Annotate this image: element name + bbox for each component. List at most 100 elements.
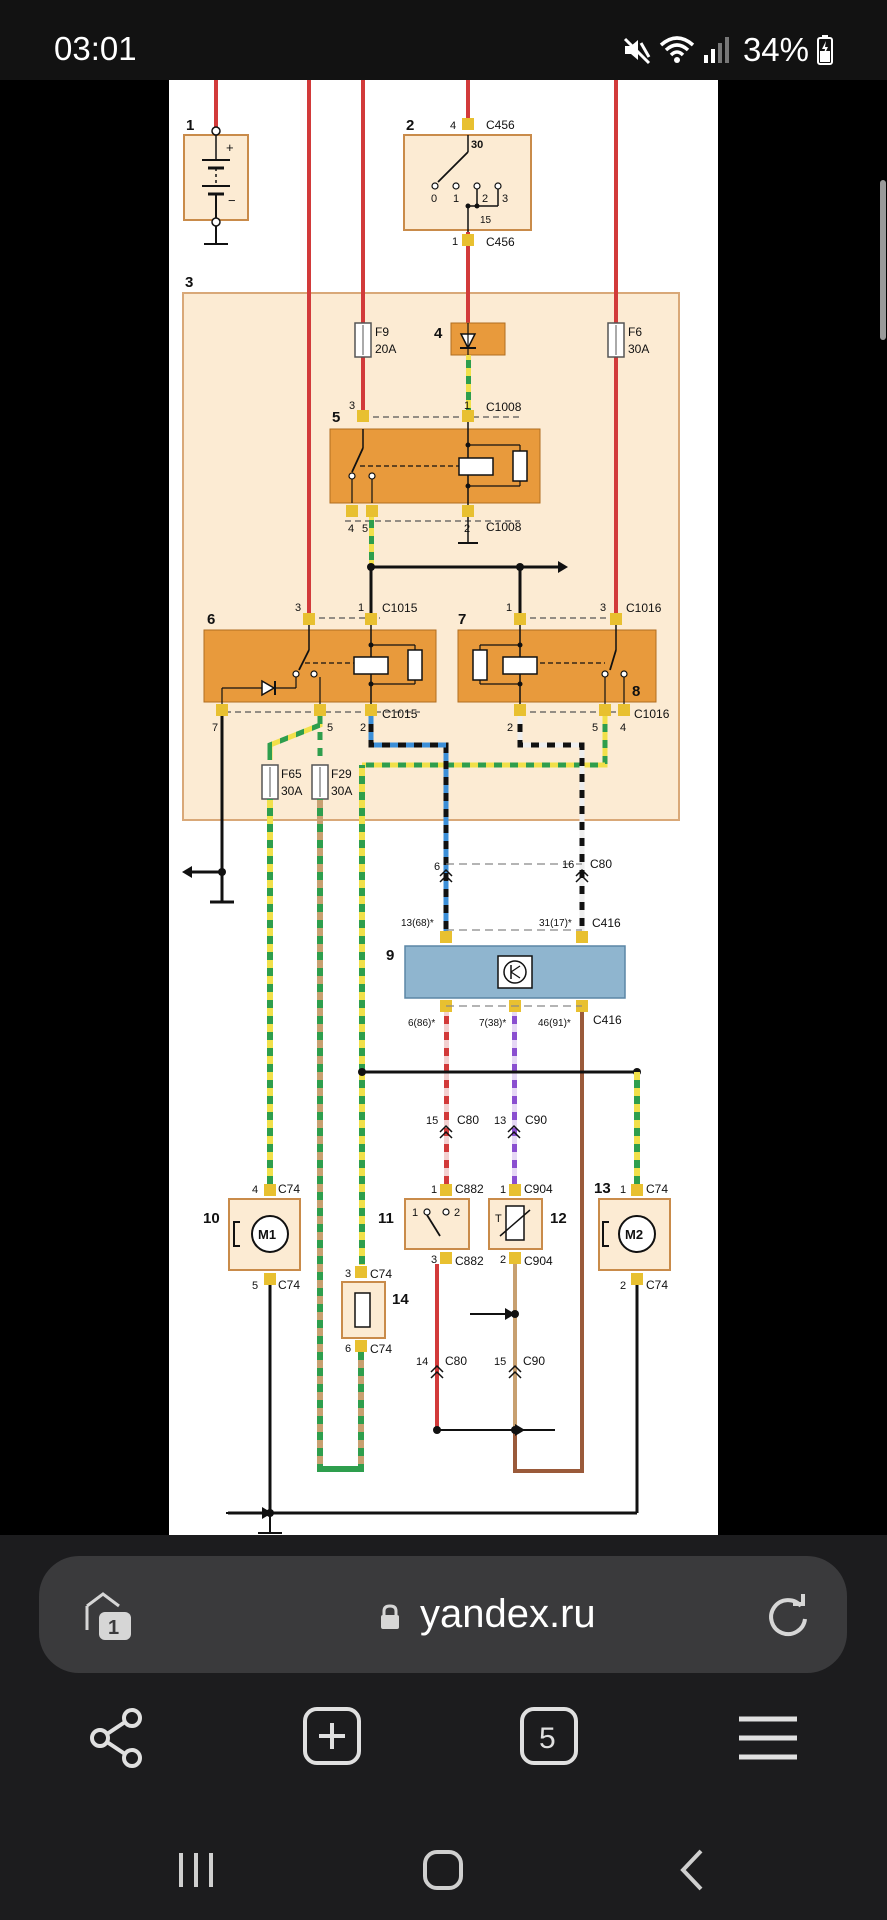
motor2-label: M2 <box>625 1227 643 1242</box>
connector-c74-res-top: C74 <box>370 1267 392 1281</box>
relay-7: 7 1 3 C1016 8 <box>457 601 670 734</box>
menu-icon <box>739 1716 797 1760</box>
component-7-number: 7 <box>458 611 466 628</box>
connector-c456-bottom: C456 <box>486 235 515 249</box>
connector-c1016-bottom: C1016 <box>634 707 670 721</box>
pin-ign-1: 1 <box>453 193 459 205</box>
signal-icon <box>703 37 729 63</box>
share-button[interactable] <box>82 1703 152 1773</box>
url-text[interactable]: yandex.ru <box>420 1592 596 1636</box>
pin-sw11-p2: 2 <box>454 1207 460 1219</box>
mute-icon <box>623 37 651 65</box>
pin-c1015-1: 1 <box>358 602 364 614</box>
component-9-number: 9 <box>386 947 394 964</box>
pin-sw11-1: 1 <box>431 1184 437 1196</box>
wiring-diagram: 1 + − 2 4 C456 3 0 <box>169 80 718 1535</box>
scrollbar-thumb[interactable] <box>880 180 886 340</box>
connector-c74-m1-top: C74 <box>278 1182 300 1196</box>
image-viewer[interactable]: 1 + − 2 4 C456 3 0 <box>0 80 887 1535</box>
connector-c456-top: C456 <box>486 118 515 132</box>
tabs-button[interactable]: 5 <box>516 1703 586 1773</box>
system-nav-bar <box>0 1817 887 1920</box>
pin-ign-2: 2 <box>482 193 488 205</box>
tabs-count: 5 <box>539 1722 556 1755</box>
fuse-f6-name: F6 <box>628 325 642 339</box>
pin-c416-31: 31(17)* <box>539 918 572 929</box>
pin-c80-14: 14 <box>416 1356 428 1368</box>
pin-ign-3: 3 <box>502 193 508 205</box>
browser-toolbar: 5 <box>0 1703 887 1799</box>
connector-c74-res-bottom: C74 <box>370 1342 392 1356</box>
pin-c1008-5: 5 <box>362 523 368 535</box>
connector-c80-upper: C80 <box>590 857 612 871</box>
component-12-number: 12 <box>550 1210 567 1227</box>
home-button[interactable] <box>419 1845 469 1895</box>
control-module: 9 <box>386 945 626 999</box>
pin-c1016-3: 3 <box>600 602 606 614</box>
pin-m1-4: 4 <box>252 1184 258 1196</box>
new-tab-button[interactable] <box>299 1703 369 1773</box>
pin-c1016-1: 1 <box>506 602 512 614</box>
connector-c1008-top: C1008 <box>486 400 522 414</box>
component-13-number: 13 <box>594 1180 611 1197</box>
component-2-number: 2 <box>406 117 414 134</box>
connector-c882-top: C882 <box>455 1182 484 1196</box>
home-icon <box>423 1850 463 1890</box>
pin-sw11-3: 3 <box>431 1254 437 1266</box>
resistor-14: 3 C74 14 6 C74 <box>341 1266 409 1356</box>
connector-c882-bottom: C882 <box>455 1254 484 1268</box>
status-bar: 03:01 34% <box>0 0 887 80</box>
ignition-switch: 2 4 C456 30 0 1 2 3 15 1 C456 <box>403 117 532 249</box>
connector-c416-upper: C416 <box>592 916 621 930</box>
tabs-icon: 5 <box>520 1707 578 1765</box>
battery-percent: 34% <box>742 31 809 68</box>
connector-c74-m2-bottom: C74 <box>646 1278 668 1292</box>
fuse-f29-rating: 30A <box>331 784 352 798</box>
address-bar[interactable]: 1 yandex.ru <box>39 1556 847 1673</box>
battery-plus-label: + <box>226 140 234 155</box>
pin-ign-15: 15 <box>480 215 492 226</box>
connector-c80-low: C80 <box>445 1354 467 1368</box>
pin-m1-5: 5 <box>252 1280 258 1292</box>
tab-group-button[interactable]: 1 <box>79 1590 135 1644</box>
connector-c904-top: C904 <box>524 1182 553 1196</box>
pin-c1015-5: 5 <box>327 722 333 734</box>
component-14-number: 14 <box>392 1291 409 1308</box>
pin-ign-0: 0 <box>431 193 437 205</box>
battery: 1 + − <box>183 117 249 245</box>
tab-group-icon: 1 <box>85 1592 131 1640</box>
recent-apps-button[interactable] <box>172 1845 222 1895</box>
pin-m2-2: 2 <box>620 1280 626 1292</box>
pin-c416-6: 6(86)* <box>408 1018 435 1029</box>
connector-c74-m2-top: C74 <box>646 1182 668 1196</box>
lock-icon <box>381 1604 399 1629</box>
red-wires <box>214 80 618 620</box>
pin-t12-2: 2 <box>500 1254 506 1266</box>
pin-c90-13: 13 <box>494 1115 506 1127</box>
thermistor-label: T <box>495 1213 502 1225</box>
battery-charging-icon <box>817 35 833 65</box>
pin-c90-15: 15 <box>494 1356 506 1368</box>
motor1-label: M1 <box>258 1227 276 1242</box>
black-bus <box>369 565 558 620</box>
pin-c1015-3: 3 <box>295 602 301 614</box>
back-icon <box>680 1849 703 1891</box>
browser-bottom-bar: 1 yandex.ru <box>0 1535 887 1920</box>
pin-c456-4: 4 <box>450 120 456 132</box>
pin-c1008-4: 4 <box>348 523 354 535</box>
pin-c1008-3: 3 <box>349 400 355 412</box>
tab-group-count: 1 <box>108 1617 119 1639</box>
component-6-number: 6 <box>207 611 215 628</box>
connector-c90-mid: C90 <box>525 1113 547 1127</box>
menu-button[interactable] <box>733 1703 803 1773</box>
fuse-f29: F29 30A <box>311 764 352 800</box>
pin-c1008-2: 2 <box>464 523 470 535</box>
fuse-f6: F6 30A <box>607 322 649 358</box>
pin-c1015-7: 7 <box>212 722 218 734</box>
motor-m2: 13 1 C74 M2 2 C74 <box>594 1180 671 1292</box>
pin-c1016-4: 4 <box>620 722 626 734</box>
connector-c1015-top: C1015 <box>382 601 418 615</box>
reload-button[interactable] <box>763 1592 813 1642</box>
back-button[interactable] <box>669 1845 719 1895</box>
recent-apps-icon <box>179 1853 213 1887</box>
